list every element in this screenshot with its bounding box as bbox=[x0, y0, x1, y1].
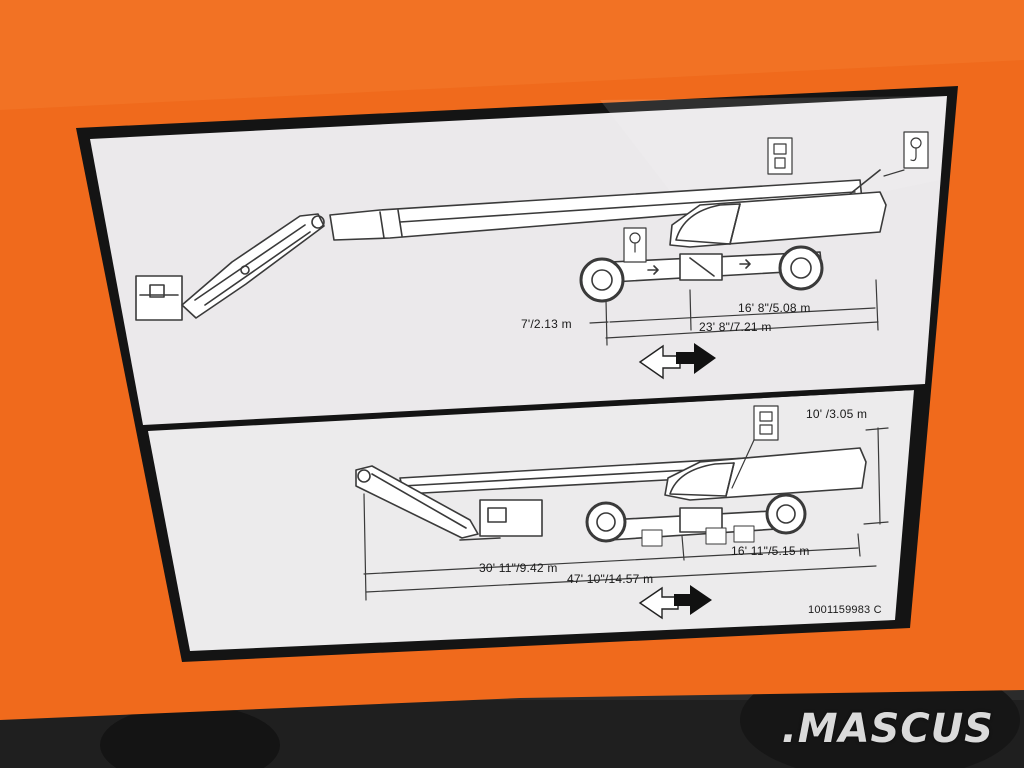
bottom-dim-overall: 47' 10"/14.57 m bbox=[567, 572, 654, 586]
top-dim-wheelbase: 16' 8"/5.08 m bbox=[738, 301, 811, 315]
bottom-dim-front-overhang: 30' 11"/9.42 m bbox=[479, 561, 558, 575]
decal-top-panel bbox=[90, 96, 947, 425]
top-dim-axle-to-rear: 7'/2.13 m bbox=[521, 317, 572, 331]
bottom-dim-height: 10' /3.05 m bbox=[806, 407, 868, 421]
bottom-machine-drawing bbox=[355, 447, 867, 547]
bottom-dimension-lines bbox=[363, 427, 889, 601]
top-dim-overall: 23' 8"/7.21 m bbox=[699, 320, 772, 334]
mascus-watermark: .MASCUS bbox=[781, 706, 994, 752]
tie-down-point-icon bbox=[731, 405, 779, 489]
part-number: 1001159983 C bbox=[808, 604, 882, 616]
tie-down-point-icon bbox=[767, 137, 793, 175]
direction-arrows-icon bbox=[638, 585, 712, 620]
lift-point-icon bbox=[623, 227, 647, 263]
lift-point-icon bbox=[883, 131, 929, 177]
bottom-dim-wheelbase: 16' 11"/5.15 m bbox=[731, 544, 810, 558]
top-dimension-lines bbox=[589, 279, 879, 346]
top-machine-drawing bbox=[135, 169, 887, 321]
direction-arrows-icon bbox=[638, 343, 716, 380]
